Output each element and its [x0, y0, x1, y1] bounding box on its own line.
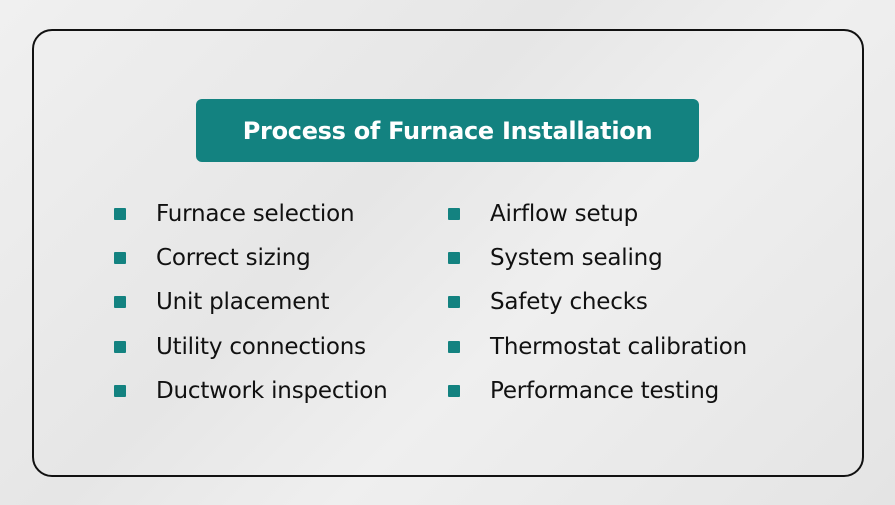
list-item-label: Airflow setup	[490, 201, 638, 227]
square-bullet-icon	[448, 385, 460, 397]
square-bullet-icon	[448, 296, 460, 308]
square-bullet-icon	[114, 252, 126, 264]
list-item: Performance testing	[448, 376, 719, 406]
list-item-label: System sealing	[490, 245, 663, 271]
square-bullet-icon	[448, 341, 460, 353]
square-bullet-icon	[448, 252, 460, 264]
list-item: System sealing	[448, 243, 663, 273]
square-bullet-icon	[114, 385, 126, 397]
list-item: Correct sizing	[114, 243, 311, 273]
list-item-label: Utility connections	[156, 334, 366, 360]
list-item: Unit placement	[114, 287, 330, 317]
square-bullet-icon	[114, 341, 126, 353]
list-item-label: Safety checks	[490, 289, 648, 315]
list-item-label: Ductwork inspection	[156, 378, 388, 404]
list-item-label: Correct sizing	[156, 245, 311, 271]
list-item-label: Furnace selection	[156, 201, 355, 227]
square-bullet-icon	[448, 208, 460, 220]
list-item: Furnace selection	[114, 199, 355, 229]
list-item-label: Performance testing	[490, 378, 719, 404]
list-item: Airflow setup	[448, 199, 638, 229]
list-item: Thermostat calibration	[448, 332, 747, 362]
title-banner: Process of Furnace Installation	[196, 99, 699, 162]
list-item-label: Thermostat calibration	[490, 334, 748, 360]
list-item: Ductwork inspection	[114, 376, 388, 406]
list-item: Safety checks	[448, 287, 648, 317]
square-bullet-icon	[114, 296, 126, 308]
square-bullet-icon	[114, 208, 126, 220]
list-item-label: Unit placement	[156, 289, 330, 315]
list-item: Utility connections	[114, 332, 366, 362]
content-frame	[32, 29, 864, 477]
